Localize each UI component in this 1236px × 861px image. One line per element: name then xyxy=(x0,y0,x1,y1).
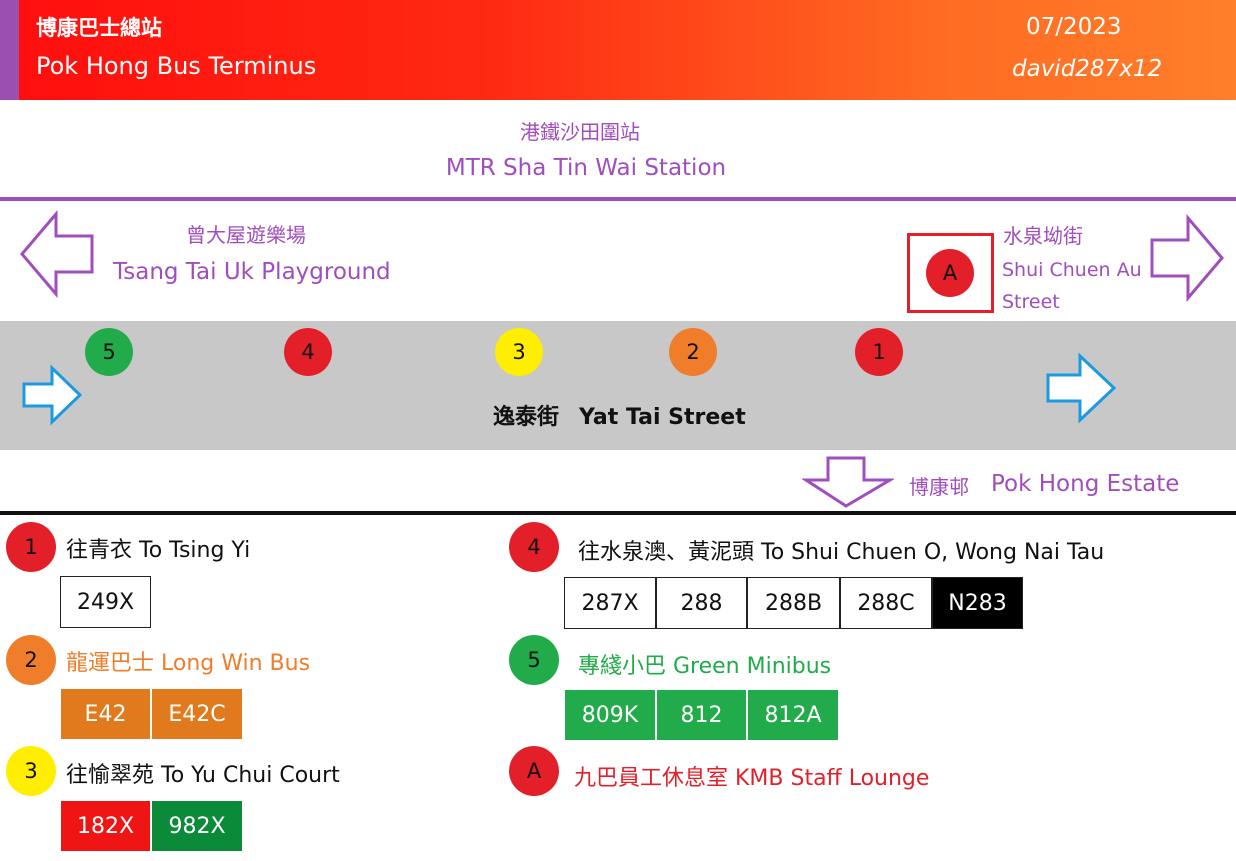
legend-marker-a: A xyxy=(509,746,559,796)
title-zh: 博康巴士總站 xyxy=(36,16,162,40)
arrow-left-icon xyxy=(20,210,94,298)
mtr-station-zh: 港鐵沙田圍站 xyxy=(520,120,640,144)
route-box: 288 xyxy=(656,577,747,629)
legend-marker-3: 3 xyxy=(6,746,56,796)
arrow-down-icon xyxy=(802,456,894,508)
route-box: 249X xyxy=(60,576,151,628)
stop-marker-3: 3 xyxy=(495,328,543,376)
route-box: N283 xyxy=(932,577,1023,629)
road-band xyxy=(0,321,1236,450)
legend-marker-1: 1 xyxy=(6,522,56,572)
road-name: 逸泰街 Yat Tai Street xyxy=(493,399,746,431)
route-box: E42C xyxy=(151,688,243,740)
title-en: Pok Hong Bus Terminus xyxy=(36,52,317,80)
route-box: 812 xyxy=(656,689,747,741)
route-box: 288B xyxy=(747,577,840,629)
route-box: 812A xyxy=(747,689,839,741)
header-banner xyxy=(0,0,1236,100)
route-box: 982X xyxy=(151,800,243,852)
legend-dest-2: 龍運巴士 Long Win Bus xyxy=(66,651,311,676)
legend-marker-4: 4 xyxy=(509,522,559,572)
legend-dest-a: 九巴員工休息室 KMB Staff Lounge xyxy=(574,766,930,791)
stop-marker-4: 4 xyxy=(284,328,332,376)
traffic-arrow-right-icon xyxy=(1046,352,1117,424)
legend-dest-3: 往愉翠苑 To Yu Chui Court xyxy=(66,763,340,788)
date-label: 07/2023 xyxy=(1026,14,1122,40)
stop-marker-1: 1 xyxy=(855,328,903,376)
route-box: 287X xyxy=(564,577,656,629)
street-en-line1: Shui Chuen Au xyxy=(1002,259,1142,281)
route-box: 809K xyxy=(564,689,656,741)
mtr-station-en: MTR Sha Tin Wai Station xyxy=(445,155,727,181)
legend-dest-4: 往水泉澳、黃泥頭 To Shui Chuen O, Wong Nai Tau xyxy=(578,540,1105,565)
staff-lounge-marker: A xyxy=(926,249,974,297)
black-divider xyxy=(0,511,1236,515)
playground-zh: 曾大屋遊樂場 xyxy=(186,223,306,247)
legend-dest-5: 專綫小巴 Green Minibus xyxy=(578,654,832,679)
route-box: 182X xyxy=(60,800,151,852)
street-zh: 水泉坳街 xyxy=(1003,224,1083,248)
legend-dest-1: 往青衣 To Tsing Yi xyxy=(66,538,251,563)
legend-marker-2: 2 xyxy=(6,635,56,685)
legend-marker-5: 5 xyxy=(509,635,559,685)
road-name-en: Yat Tai Street xyxy=(579,405,746,430)
estate-en: Pok Hong Estate xyxy=(991,471,1180,497)
street-en-line2: Street xyxy=(1002,291,1060,313)
stop-marker-2: 2 xyxy=(669,328,717,376)
route-box: E42 xyxy=(60,688,151,740)
playground-en: Tsang Tai Uk Playground xyxy=(113,259,391,285)
estate-zh: 博康邨 xyxy=(909,475,969,499)
road-name-zh: 逸泰街 xyxy=(493,405,560,430)
staff-lounge-box xyxy=(907,233,994,313)
arrow-right-icon xyxy=(1150,214,1224,302)
header-accent-strip xyxy=(0,0,19,100)
route-box: 288C xyxy=(840,577,932,629)
author-label: david287x12 xyxy=(1012,56,1163,82)
stop-marker-5: 5 xyxy=(85,328,133,376)
purple-divider xyxy=(0,197,1236,201)
traffic-arrow-left-icon xyxy=(22,364,83,426)
